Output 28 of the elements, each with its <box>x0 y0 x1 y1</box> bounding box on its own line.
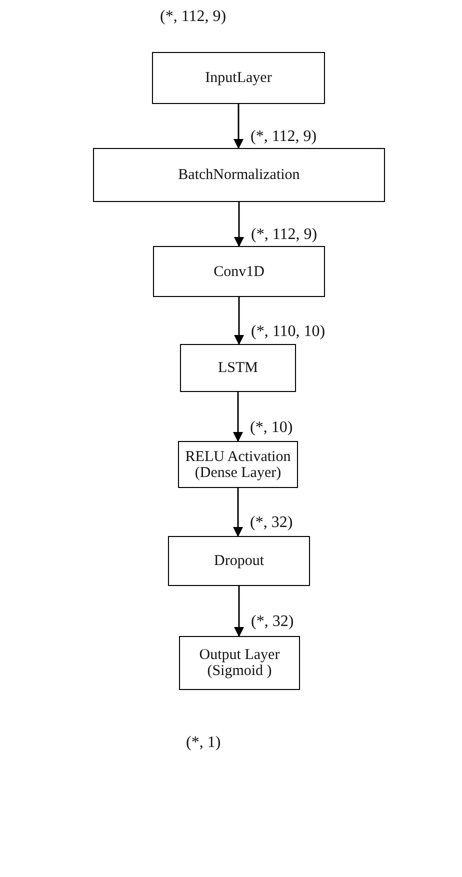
layer-name: InputLayer <box>205 70 272 86</box>
layer-box <box>179 636 300 690</box>
layer-box <box>152 52 325 104</box>
layer-box <box>93 148 385 202</box>
arrow <box>234 104 244 148</box>
layer-name: Dropout <box>214 553 264 569</box>
layer-name: Conv1D <box>214 264 264 280</box>
layer-box <box>180 344 296 392</box>
layer-box <box>153 246 325 297</box>
layer-box <box>168 536 310 586</box>
edge-label: (*, 10) <box>250 418 293 436</box>
layer-name: BatchNormalization <box>178 167 300 183</box>
arrow <box>234 202 244 246</box>
arrow <box>233 488 243 536</box>
shape-label: (*, 1) <box>186 734 221 752</box>
shape-label: (*, 112, 9) <box>160 8 226 26</box>
layer-name: Output Layer (Sigmoid ) <box>198 647 281 679</box>
edge-label: (*, 32) <box>250 514 293 532</box>
edge-label: (*, 112, 9) <box>251 226 318 244</box>
edge-label: (*, 112, 9) <box>250 128 317 146</box>
arrow <box>234 297 244 344</box>
edge-label: (*, 110, 10) <box>251 322 326 340</box>
arrow <box>234 586 244 636</box>
layer-box <box>178 441 298 488</box>
layer-name: LSTM <box>218 360 258 376</box>
arrow <box>233 392 243 442</box>
edge-label: (*, 32) <box>251 613 294 631</box>
layer-name: RELU Activation (Dense Layer) <box>184 448 292 480</box>
